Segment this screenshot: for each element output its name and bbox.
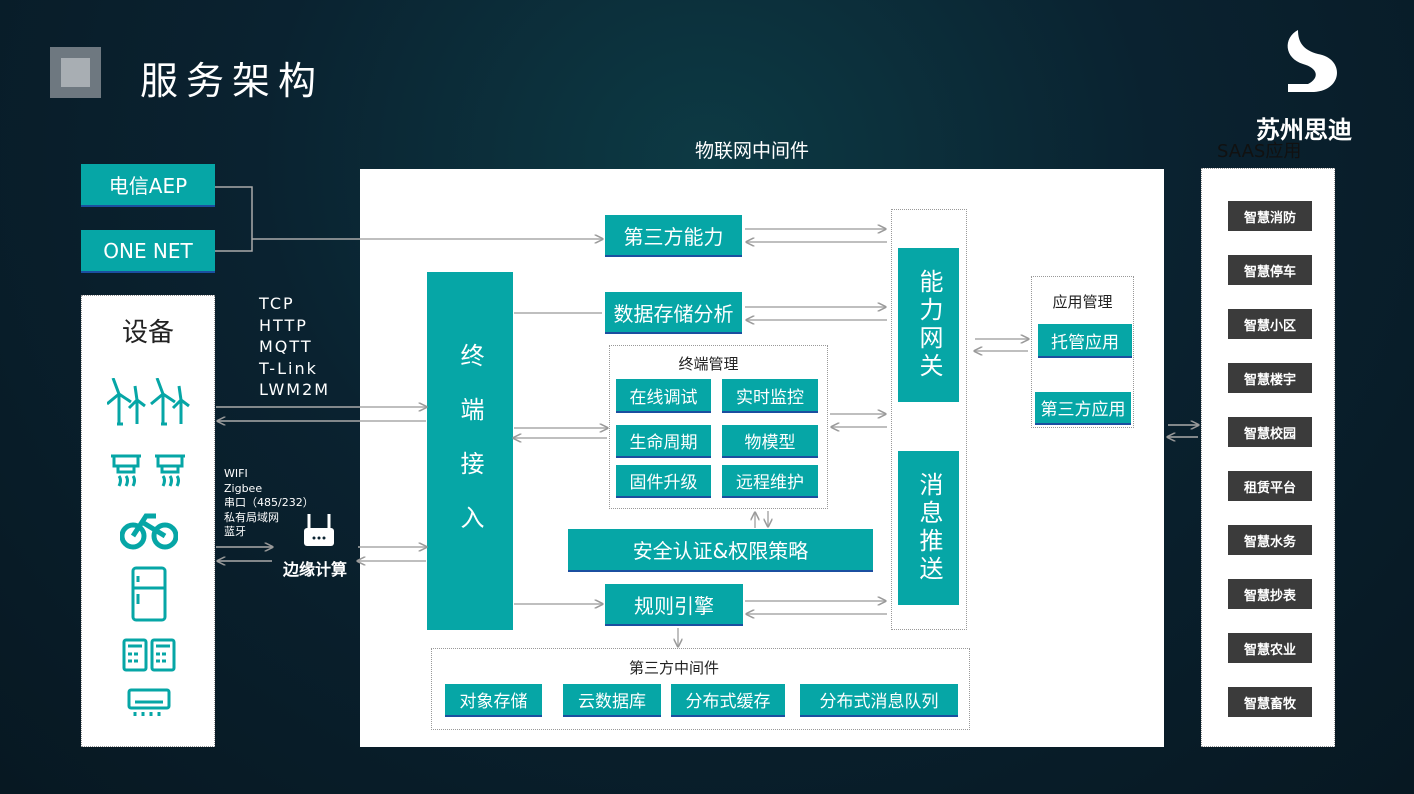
brand-name: 苏州思迪 <box>1256 116 1352 144</box>
app-management-group: 应用管理 <box>1031 276 1134 428</box>
protocol-tlink: T-Link <box>259 358 318 378</box>
distributed-message-queue: 分布式消息队列 <box>800 684 958 717</box>
local-lan: 私有局域网 <box>224 510 279 524</box>
third-party-middleware-title: 第三方中间件 <box>629 659 720 677</box>
bicycle-icon <box>82 508 216 550</box>
terminal-management-group: 终端管理 <box>609 345 828 509</box>
middleware-title: 物联网中间件 <box>695 140 810 162</box>
third-party-app: 第三方应用 <box>1035 392 1131 425</box>
firmware-upgrade: 固件升级 <box>616 465 711 498</box>
wind-turbine-icon <box>82 378 216 426</box>
source-aep: 电信AEP <box>81 164 215 207</box>
local-bluetooth: 蓝牙 <box>224 525 246 538</box>
devices-title: 设备 <box>121 318 174 348</box>
local-serial: 串口（485/232） <box>224 496 314 509</box>
refrigerator-icon <box>82 566 216 622</box>
smoke-detector-icon <box>82 454 216 488</box>
security-auth-policy: 安全认证&权限策略 <box>568 529 873 572</box>
air-conditioner-icon <box>82 688 216 718</box>
rule-engine: 规则引擎 <box>605 584 743 626</box>
saas-water: 智慧水务 <box>1228 525 1312 555</box>
saas-title: SAAS应用 <box>1217 141 1302 162</box>
realtime-monitor: 实时监控 <box>722 379 818 413</box>
edge-computing-label: 边缘计算 <box>283 560 348 579</box>
local-zigbee: Zigbee <box>224 481 263 495</box>
third-party-middleware-group: 第三方中间件 <box>431 648 970 730</box>
saas-fire: 智慧消防 <box>1228 201 1312 231</box>
saas-building: 智慧楼宇 <box>1228 363 1312 393</box>
object-storage: 对象存储 <box>445 684 542 717</box>
app-management-title: 应用管理 <box>1052 293 1113 311</box>
thing-model: 物模型 <box>722 425 818 458</box>
capability-gateway: 能力网关 <box>898 248 959 402</box>
saas-agriculture: 智慧农业 <box>1228 633 1312 663</box>
local-wifi: WIFI <box>224 467 248 480</box>
online-debug: 在线调试 <box>616 379 711 413</box>
meter-icon <box>82 638 216 672</box>
protocol-list: TCP HTTP MQTT T-Link LWM2M <box>259 293 330 401</box>
terminal-access: 终端接入 <box>427 272 513 630</box>
hosted-app: 托管应用 <box>1038 324 1132 358</box>
router-icon <box>303 514 335 552</box>
protocol-lwm2m: LWM2M <box>259 380 331 399</box>
saas-campus: 智慧校园 <box>1228 417 1312 447</box>
saas-rental: 租赁平台 <box>1228 471 1312 501</box>
title-marker-icon <box>50 47 101 98</box>
protocol-mqtt: MQTT <box>259 337 313 356</box>
saas-livestock: 智慧畜牧 <box>1228 687 1312 717</box>
local-protocol-list: WIFI Zigbee 串口（485/232） 私有局域网 蓝牙 <box>224 467 314 540</box>
saas-community: 智慧小区 <box>1228 309 1312 339</box>
saas-panel: 智慧消防 智慧停车 智慧小区 智慧楼宇 智慧校园 租赁平台 智慧水务 智慧抄表 … <box>1201 168 1335 747</box>
source-onenet: ONE NET <box>81 230 215 273</box>
page-title: 服务架构 <box>140 59 325 103</box>
message-push: 消息推送 <box>898 451 959 605</box>
protocol-http: HTTP <box>259 315 308 335</box>
saas-parking: 智慧停车 <box>1228 255 1312 285</box>
third-party-capability: 第三方能力 <box>605 215 742 257</box>
distributed-cache: 分布式缓存 <box>671 684 785 717</box>
brand-logo-icon <box>1278 28 1344 92</box>
devices-panel: 设备 <box>81 295 215 747</box>
terminal-management-title: 终端管理 <box>678 355 739 373</box>
protocol-tcp: TCP <box>259 294 295 313</box>
remote-maintenance: 远程维护 <box>722 465 818 498</box>
cloud-database: 云数据库 <box>563 684 661 717</box>
gateway-group <box>891 209 967 630</box>
lifecycle: 生命周期 <box>616 425 711 458</box>
data-storage-analysis: 数据存储分析 <box>605 292 742 334</box>
saas-meter-reading: 智慧抄表 <box>1228 579 1312 609</box>
